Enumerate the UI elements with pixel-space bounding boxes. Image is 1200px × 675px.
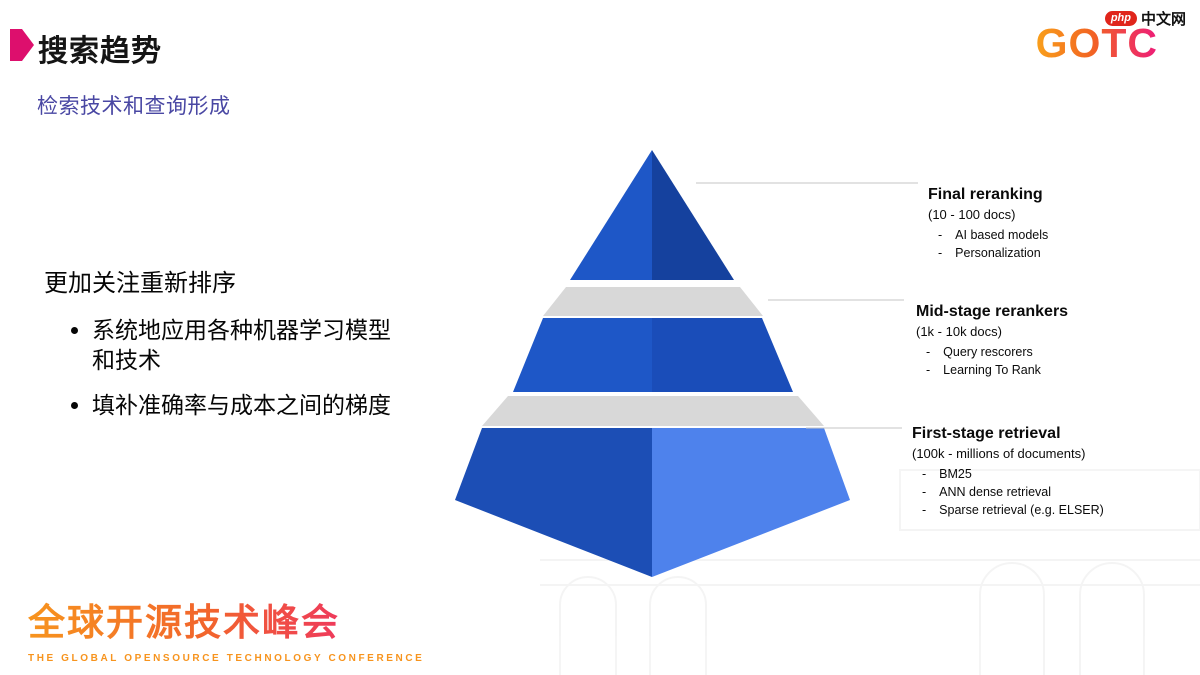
annotation-item-list: BM25 ANN dense retrieval Sparse retrieva…	[912, 467, 1104, 517]
php-badge-icon: php	[1104, 11, 1137, 26]
annotation-item-list: AI based models Personalization	[928, 228, 1048, 260]
annotation-title: First-stage retrieval	[912, 425, 1061, 442]
title-arrow-icon	[10, 29, 34, 61]
conference-name-en: THE GLOBAL OPENSOURCE TECHNOLOGY CONFERE…	[28, 653, 425, 664]
page-subtitle: 检索技术和查询形成	[37, 95, 231, 118]
pyramid-band-bottom	[482, 396, 824, 426]
page-title: 搜索趋势	[38, 35, 162, 68]
pyramid-tier1-left-face	[570, 150, 652, 280]
left-bullet-list: 系统地应用各种机器学习模型和技术 填补准确率与成本之间的梯度	[44, 315, 396, 420]
pyramid-tier2-right-face	[652, 318, 793, 392]
annotation-item: Sparse retrieval (e.g. ELSER)	[922, 503, 1104, 517]
annotation-final-reranking: Final reranking (10 - 100 docs) AI based…	[928, 186, 1048, 260]
annotation-item: Query rescorers	[926, 345, 1068, 359]
gotc-logo: GOTC	[1035, 20, 1158, 66]
pyramid-tier2-left-face	[513, 318, 652, 392]
pyramid-tier1-right-face	[652, 150, 734, 280]
left-bullet-item: 系统地应用各种机器学习模型和技术	[92, 315, 396, 376]
annotation-item: ANN dense retrieval	[922, 485, 1104, 499]
annotation-first-stage-retrieval: First-stage retrieval (100k - millions o…	[912, 425, 1104, 517]
annotation-item: AI based models	[938, 228, 1048, 242]
php-site-name: 中文网	[1140, 11, 1186, 28]
conference-name-cn: 全球开源技术峰会	[28, 592, 424, 646]
pyramid-tier3-right-face	[652, 428, 850, 577]
left-bullet-item: 填补准确率与成本之间的梯度	[92, 390, 396, 420]
annotation-title: Final reranking	[928, 186, 1043, 203]
left-heading: 更加关注重新排序	[44, 270, 236, 297]
left-text-block: 更加关注重新排序 系统地应用各种机器学习模型和技术 填补准确率与成本之间的梯度	[44, 270, 396, 434]
conference-logo: 全球开源技术峰会 THE GLOBAL OPENSOURCE TECHNOLOG…	[28, 592, 424, 664]
annotation-item: Learning To Rank	[926, 363, 1068, 377]
annotation-range: (1k - 10k docs)	[916, 324, 1002, 340]
annotation-mid-stage-rerankers: Mid-stage rerankers (1k - 10k docs) Quer…	[916, 303, 1068, 377]
pyramid-tier3-left-face	[455, 428, 652, 577]
annotation-range: (10 - 100 docs)	[928, 207, 1016, 223]
annotation-range: (100k - millions of documents)	[912, 446, 1086, 462]
annotation-title: Mid-stage rerankers	[916, 303, 1069, 320]
annotation-item: BM25	[922, 467, 1104, 481]
annotation-item: Personalization	[938, 246, 1048, 260]
annotation-item-list: Query rescorers Learning To Rank	[916, 345, 1068, 377]
pyramid-band-top	[543, 287, 763, 316]
php-site-logo: php 中文网	[1104, 8, 1186, 29]
